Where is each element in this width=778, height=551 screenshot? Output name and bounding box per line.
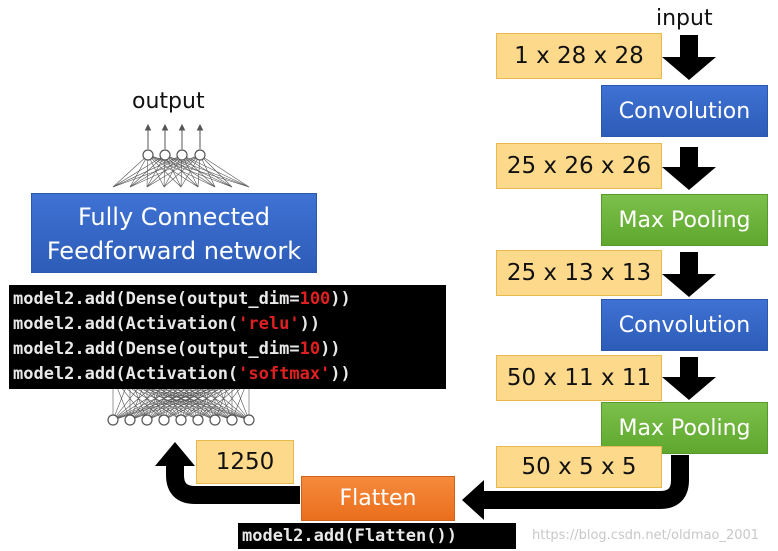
- dim-box-5: 50 x 5 x 5: [496, 446, 662, 488]
- arrow-head-left-icon: [462, 480, 484, 520]
- code-text: model2.add(Dense(output_dim=: [13, 339, 300, 359]
- watermark-text: https://blog.csdn.net/oldmao_2001: [532, 528, 760, 543]
- code-text: )): [320, 339, 341, 359]
- down-arrow-icons: [662, 35, 716, 400]
- dim-box-1: 1 x 28 x 28: [496, 33, 662, 79]
- output-label: output: [132, 89, 205, 114]
- nn-edge: [199, 154, 216, 188]
- input-label: input: [656, 6, 713, 31]
- nn-output-arrowhead: [144, 123, 152, 131]
- nn-edge: [181, 154, 233, 188]
- nn-node: [194, 149, 206, 161]
- nn-output-arrowhead: [196, 123, 204, 131]
- nn-node: [159, 149, 171, 161]
- nn-node: [141, 414, 153, 426]
- convolution-box-1: Convolution: [601, 85, 768, 137]
- dim-box-3: 25 x 13 x 13: [496, 250, 662, 296]
- code-line-2: model2.add(Activation('relu')): [13, 312, 446, 337]
- code-line-3: model2.add(Dense(output_dim=10)): [13, 337, 446, 362]
- nn-edge: [199, 154, 250, 188]
- nn-edge: [112, 154, 183, 188]
- code-text: )): [330, 364, 351, 384]
- nn-node: [124, 414, 136, 426]
- code-string: 'softmax': [238, 364, 331, 384]
- code-text: model2.add(Dense(output_dim=: [13, 289, 300, 309]
- flat-size-box: 1250: [196, 440, 294, 484]
- nn-edge: [181, 154, 250, 188]
- down-arrow-icon: [662, 35, 716, 80]
- arrow-head-up-icon: [155, 442, 195, 466]
- nn-node: [158, 414, 170, 426]
- down-arrow-icon: [662, 357, 716, 400]
- dim-box-4: 50 x 11 x 11: [496, 355, 662, 401]
- code-number: 10: [299, 339, 321, 359]
- down-arrow-icon: [662, 252, 716, 297]
- code-number: 100: [299, 289, 331, 309]
- nn-node: [142, 149, 154, 161]
- nn-node: [176, 149, 188, 161]
- nn-edge: [181, 154, 216, 188]
- code-text: )): [299, 314, 321, 334]
- flatten-box: Flatten: [301, 476, 455, 521]
- nn-output-arrowhead: [178, 123, 186, 131]
- dim-box-2: 25 x 26 x 26: [496, 143, 662, 189]
- dense-code-block: model2.add(Dense(output_dim=100))model2.…: [9, 285, 446, 389]
- code-text: model2.add(Activation(: [13, 314, 239, 334]
- fc-title-line-1: Fully Connected: [77, 203, 271, 231]
- nn-edge: [129, 154, 201, 188]
- nn-edge: [146, 154, 201, 188]
- nn-node: [192, 414, 204, 426]
- max-pooling-box-2: Max Pooling: [601, 402, 768, 454]
- code-line-1: model2.add(Dense(output_dim=100)): [13, 287, 446, 312]
- nn-node: [226, 414, 238, 426]
- fully-connected-box: Fully Connected Feedforward network: [31, 193, 317, 273]
- down-arrow-icon: [662, 147, 716, 190]
- nn-edge: [163, 154, 201, 188]
- nn-edge: [180, 154, 201, 188]
- nn-edge: [199, 154, 233, 188]
- nn-node: [243, 414, 255, 426]
- nn-node: [107, 414, 119, 426]
- network-feed-arrow: [166, 465, 300, 504]
- max-pooling-box-1: Max Pooling: [601, 194, 768, 246]
- nn-edge: [112, 154, 201, 188]
- code-text: model2.add(Activation(: [13, 364, 239, 384]
- nn-edge: [112, 154, 149, 188]
- nn-node: [209, 414, 221, 426]
- nn-node: [175, 414, 187, 426]
- flatten-code-block: model2.add(Flatten()): [238, 523, 516, 549]
- code-string: 'relu': [238, 314, 300, 334]
- convolution-box-2: Convolution: [601, 299, 768, 351]
- flatten-feed-arrow: [480, 455, 689, 509]
- code-text: )): [330, 289, 351, 309]
- nn-output-arrowhead: [161, 123, 169, 131]
- nn-edge: [112, 154, 166, 188]
- code-line-4: model2.add(Activation('softmax')): [13, 362, 446, 387]
- fc-title-line-2: Feedforward network: [46, 237, 302, 265]
